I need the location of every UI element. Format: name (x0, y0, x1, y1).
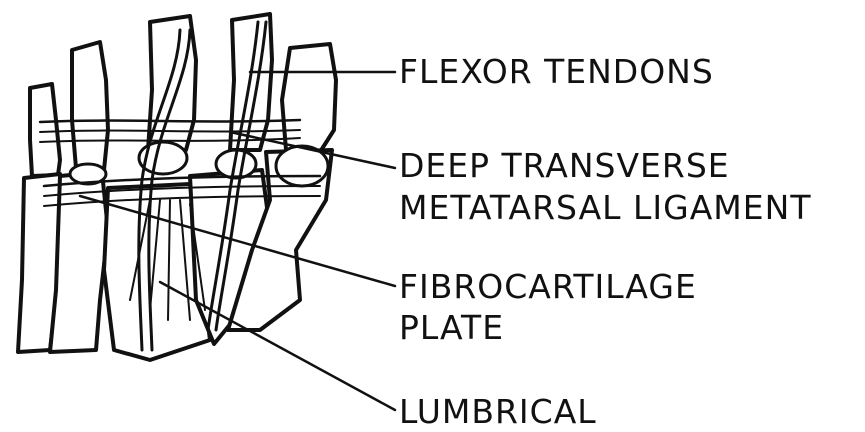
phalanx-1 (30, 84, 60, 176)
label-lumbrical: LUMBRICAL (399, 393, 597, 431)
ligament-band-upper (40, 120, 300, 122)
label-deep-transverse-line2: METATARSAL LIGAMENT (399, 189, 811, 227)
ligament-band-upper-b (40, 130, 300, 132)
label-fibrocartilage-line1: FIBROCARTILAGE (399, 268, 697, 306)
phalanx-2 (72, 42, 108, 170)
label-fibrocartilage-line2: PLATE (399, 309, 504, 347)
phalanx-5 (282, 44, 336, 152)
label-deep-transverse-line1: DEEP TRANSVERSE (399, 147, 730, 185)
label-flexor-tendons: FLEXOR TENDONS (399, 53, 714, 91)
metatarsal-2 (50, 172, 108, 352)
